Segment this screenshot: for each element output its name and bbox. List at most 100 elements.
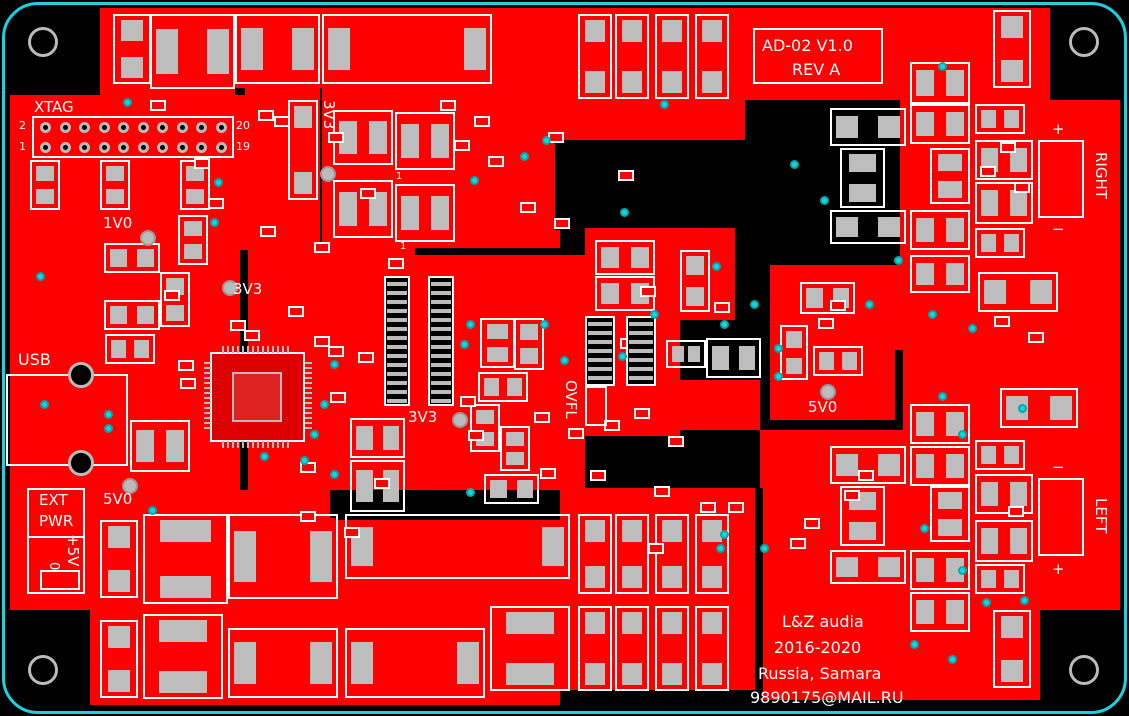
passive-component — [328, 132, 344, 143]
header-pin — [59, 142, 71, 153]
via — [958, 566, 967, 575]
chip-pin — [588, 349, 612, 353]
smd-pad — [159, 620, 207, 642]
smd-pad — [310, 642, 332, 684]
chip-pin — [431, 318, 451, 322]
via — [123, 98, 132, 107]
passive-component — [858, 470, 874, 481]
passive-component — [520, 202, 536, 213]
smd-pad — [1004, 234, 1019, 252]
chip-pin — [305, 392, 312, 394]
smd-pad — [487, 347, 508, 362]
passive-component — [728, 502, 744, 513]
component-footprint — [333, 180, 393, 238]
component-footprint — [706, 338, 761, 378]
passive-component — [454, 140, 470, 151]
smd-pad — [1004, 570, 1019, 588]
rail-1v0-label: 1V0 — [103, 214, 133, 232]
passive-component — [300, 511, 316, 522]
smd-pad — [938, 154, 962, 171]
chip-pin — [267, 346, 269, 353]
component-footprint — [830, 446, 906, 484]
chip-pin — [387, 336, 407, 340]
passive-component — [618, 170, 634, 181]
test-point — [320, 166, 336, 182]
header-pin — [79, 122, 90, 133]
via — [620, 208, 629, 217]
component-footprint — [395, 184, 455, 242]
via — [104, 424, 113, 433]
component-footprint — [800, 282, 855, 314]
passive-component — [554, 218, 570, 229]
xtag-pin-label: 19 — [236, 140, 250, 153]
component-footprint — [975, 182, 1033, 224]
via — [560, 356, 569, 365]
smd-pad — [686, 287, 704, 306]
smd-pad — [156, 29, 178, 74]
passive-component — [468, 430, 484, 441]
component-footprint — [993, 10, 1031, 88]
chip-pin — [305, 387, 312, 389]
test-point — [222, 280, 238, 296]
smd-pad — [369, 191, 387, 227]
credit-company: L&Z audia — [782, 612, 864, 631]
smd-pad — [160, 520, 211, 542]
component-footprint — [595, 240, 655, 275]
smd-pad — [184, 244, 202, 259]
chip-pin — [305, 412, 312, 414]
via — [948, 655, 957, 664]
smd-pad — [1004, 110, 1019, 128]
chip-pin — [204, 412, 211, 414]
chip-pin — [387, 390, 407, 394]
via — [300, 456, 309, 465]
smd-pad — [107, 570, 131, 592]
via — [865, 300, 874, 309]
passive-component — [164, 290, 180, 301]
smd-pad — [661, 71, 683, 93]
smd-pad — [712, 346, 729, 370]
smd-pad — [878, 453, 900, 477]
chip-pin — [282, 441, 284, 448]
smd-pad — [382, 426, 399, 450]
smd-pad — [1050, 396, 1072, 420]
smd-pad — [621, 566, 643, 588]
component-footprint — [288, 100, 318, 200]
via — [104, 410, 113, 419]
passive-component — [388, 258, 404, 269]
via — [790, 160, 799, 169]
component-footprint — [910, 104, 970, 144]
smd-pad — [916, 600, 934, 624]
power-header — [40, 570, 80, 590]
smd-pad — [136, 430, 154, 462]
via — [750, 300, 759, 309]
component-footprint — [100, 160, 130, 210]
smd-pad — [849, 522, 876, 540]
component-footprint — [975, 440, 1025, 470]
chip-pin — [305, 417, 312, 419]
smd-pad — [241, 28, 263, 70]
header-pin — [40, 122, 51, 133]
via — [774, 344, 783, 353]
smd-pad — [672, 345, 684, 363]
header-pin — [79, 142, 90, 153]
via — [260, 452, 269, 461]
header-pin — [196, 122, 207, 133]
chip-pin — [387, 282, 407, 286]
chip-pin — [242, 346, 244, 353]
component-footprint — [30, 160, 60, 210]
trace-gap — [755, 488, 763, 698]
smd-pad — [938, 492, 962, 509]
header-pin — [40, 142, 51, 153]
smd-pad — [294, 172, 312, 194]
component-footprint — [105, 334, 155, 364]
trace-gap — [895, 350, 903, 430]
smd-pad — [916, 412, 934, 436]
chip-pin — [204, 427, 211, 429]
smd-pad — [457, 642, 479, 684]
header-pin — [118, 122, 129, 133]
smd-pad — [1006, 396, 1028, 420]
smd-pad — [981, 482, 999, 506]
component-footprint — [910, 446, 970, 486]
via — [542, 136, 551, 145]
trace-gap — [555, 140, 585, 230]
